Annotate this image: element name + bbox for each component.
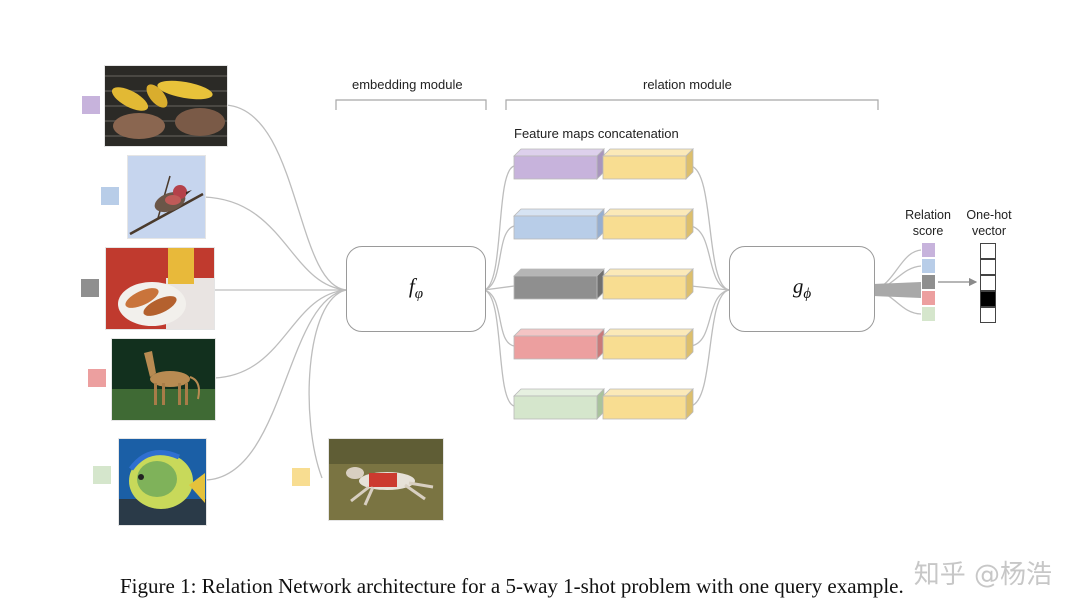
bird-on-branch-photo [127,155,206,239]
class-5-swatch [93,466,111,484]
feature-pair-2 [513,208,694,240]
embedding-function-symbol: f [408,274,415,299]
relation-score-cell-4 [921,290,936,306]
one-hot-cell-1 [980,243,996,259]
one-hot-cell-5 [980,307,996,323]
relation-module-label: relation module [643,77,732,92]
relation-score-flow [873,282,921,298]
feature-pair-4 [513,328,694,360]
embedding-module-box: fφ [346,246,486,332]
relation-score-cell-2 [921,258,936,274]
class-1-swatch [82,96,100,114]
relation-module-box: gϕ [729,246,875,332]
relation-score-label: Relation score [905,208,951,238]
embedding-function-subscript: φ [414,286,424,303]
one-hot-cell-3 [980,275,996,291]
relation-score-cell-1 [921,242,936,258]
embedding-module-label: embedding module [352,77,463,92]
hot-dogs-photo [105,247,215,330]
tropical-fish-photo [118,438,207,526]
feature-maps [513,148,694,420]
one-hot-label: One-hot vector [966,208,1012,238]
feature-pair-3 [513,268,694,300]
corn-and-meat-photo [104,65,228,147]
one-hot-cell-4 [980,291,996,307]
class-3-swatch [81,279,99,297]
relation-score-cell-5 [921,306,936,322]
standing-dog-photo [111,338,216,421]
class-2-swatch [101,187,119,205]
relation-function-symbol: g [792,274,804,299]
feature-pair-5 [513,388,694,420]
query-swatch [292,468,310,486]
one-hot-cell-2 [980,259,996,275]
running-dog-photo [328,438,444,521]
concatenation-label: Feature maps concatenation [514,126,679,141]
watermark: 知乎 @杨浩 [913,560,1052,590]
class-4-swatch [88,369,106,387]
feature-pair-1 [513,148,694,180]
relation-score-cell-3 [921,274,936,290]
relation-function-subscript: ϕ [803,286,812,303]
figure-caption: Figure 1: Relation Network architecture … [120,574,904,598]
